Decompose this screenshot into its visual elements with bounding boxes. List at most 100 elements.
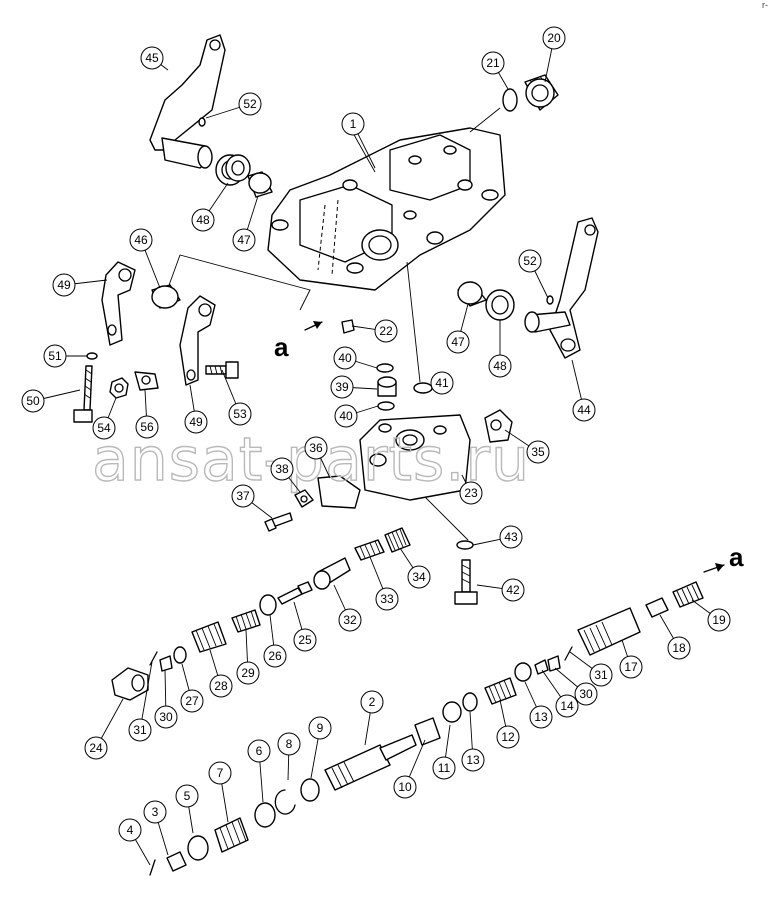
- callout-circle: [446, 330, 470, 354]
- part-number-label: 28: [214, 679, 228, 693]
- part-number-label: 50: [26, 394, 40, 408]
- spring-19-drawing: [672, 581, 704, 608]
- part-number-label: 5: [184, 789, 191, 803]
- callout-circle: [175, 784, 199, 808]
- callout-part-2: 2: [360, 690, 384, 746]
- part-number-label: 54: [97, 421, 111, 435]
- callout-circle: [542, 26, 566, 50]
- ring-11-drawing: [442, 701, 462, 723]
- callout-part-41: 41: [430, 371, 454, 395]
- callout-part-53: 53: [221, 369, 252, 426]
- part-number-label: 7: [217, 766, 224, 780]
- spring-12-drawing: [484, 677, 517, 705]
- callout-circle: [231, 484, 255, 508]
- callout-circle: [21, 389, 45, 413]
- callout-circle: [393, 775, 417, 799]
- part-number-label: 44: [577, 403, 591, 417]
- snap-ring-8-drawing: [274, 789, 296, 815]
- callout-circle: [128, 718, 152, 742]
- callout-circle: [238, 92, 262, 116]
- callout-circle: [619, 655, 643, 679]
- callout-circle: [459, 481, 483, 505]
- callout-part-49: 49: [184, 384, 208, 434]
- part-number-label: 48: [196, 213, 210, 227]
- callout-part-31: 31: [569, 651, 613, 687]
- callout-circle: [232, 228, 256, 252]
- part-number-label: 19: [712, 613, 726, 627]
- cap-24-drawing: [111, 667, 149, 701]
- part-number-label: 21: [486, 56, 500, 70]
- spring-10-drawing: [414, 717, 441, 746]
- washer-9-drawing: [300, 778, 320, 802]
- bolt-42-drawing: [454, 559, 478, 605]
- callout-part-24: 24: [84, 698, 124, 760]
- callout-circle: [140, 46, 164, 70]
- part-number-label: 51: [48, 349, 62, 363]
- part-number-label: 22: [379, 324, 393, 338]
- part-number-label: 27: [185, 694, 199, 708]
- callout-circle: [184, 410, 208, 434]
- callout-circle: [334, 404, 358, 428]
- callout-part-33: 33: [369, 556, 399, 611]
- bushing-46-drawing: [151, 284, 181, 309]
- part-number-label: 35: [531, 445, 545, 459]
- part-number-label: 23: [464, 486, 478, 500]
- spool-2-drawing: [324, 734, 417, 791]
- part-number-label: 41: [435, 376, 449, 390]
- o-ring-41-drawing: [413, 382, 433, 394]
- plug-20-drawing: [524, 74, 559, 111]
- callout-part-42: 42: [476, 578, 525, 602]
- part-number-label: 40: [338, 351, 352, 365]
- reference-arrow-left: a: [274, 321, 323, 362]
- callout-part-5: 5: [175, 784, 199, 834]
- callout-part-1: 1: [341, 112, 376, 169]
- part-callouts: 1234567891011121313141718192021222324252…: [21, 26, 731, 866]
- part-number-label: 31: [133, 723, 147, 737]
- callout-part-44: 44: [571, 359, 596, 422]
- part-number-label: 45: [145, 51, 159, 65]
- washer-38-drawing: [294, 489, 314, 508]
- spool-32-drawing: [313, 557, 351, 590]
- sleeve-17-drawing: [577, 607, 641, 656]
- callout-circle: [574, 682, 598, 706]
- callout-part-50: 50: [21, 389, 81, 413]
- callout-part-37: 37: [231, 484, 273, 519]
- callout-part-12: 12: [496, 699, 520, 749]
- callout-circle: [208, 761, 232, 785]
- nut-30-right-drawing: [547, 655, 561, 672]
- part-number-label: 36: [309, 441, 323, 455]
- washer-13-left-drawing: [462, 692, 478, 712]
- callout-circle: [481, 51, 505, 75]
- callout-part-27: 27: [180, 663, 204, 713]
- callout-part-8: 8: [277, 732, 301, 781]
- callout-part-3: 3: [143, 800, 169, 856]
- pin-22-drawing: [341, 319, 355, 334]
- callout-circle: [555, 694, 579, 718]
- callout-circle: [308, 716, 332, 740]
- callout-circle: [209, 674, 233, 698]
- callout-circle: [180, 689, 204, 713]
- callout-circle: [143, 800, 167, 824]
- nut-54-drawing: [109, 377, 129, 399]
- callout-circle: [707, 608, 731, 632]
- callout-circle: [228, 402, 252, 426]
- part-number-label: 14: [560, 699, 574, 713]
- part-number-label: 49: [189, 415, 203, 429]
- valve-housing-drawing: [267, 127, 506, 291]
- valve-block-23-drawing: [359, 409, 513, 501]
- bushing-39-drawing: [377, 376, 397, 397]
- callout-circle: [129, 228, 153, 252]
- part-number-label: 40: [339, 409, 353, 423]
- callout-part-47: 47: [232, 195, 259, 252]
- callout-circle: [263, 644, 287, 668]
- ring-6-drawing: [254, 802, 276, 828]
- callout-circle: [589, 663, 613, 687]
- part-number-label: 38: [275, 462, 289, 476]
- callout-circle: [135, 415, 159, 439]
- callout-part-35: 35: [504, 429, 550, 464]
- callout-circle: [247, 739, 271, 763]
- reference-mark-left: a: [274, 332, 289, 362]
- callout-circle: [304, 436, 328, 460]
- part-number-label: 47: [237, 233, 251, 247]
- part-number-label: 32: [343, 613, 357, 627]
